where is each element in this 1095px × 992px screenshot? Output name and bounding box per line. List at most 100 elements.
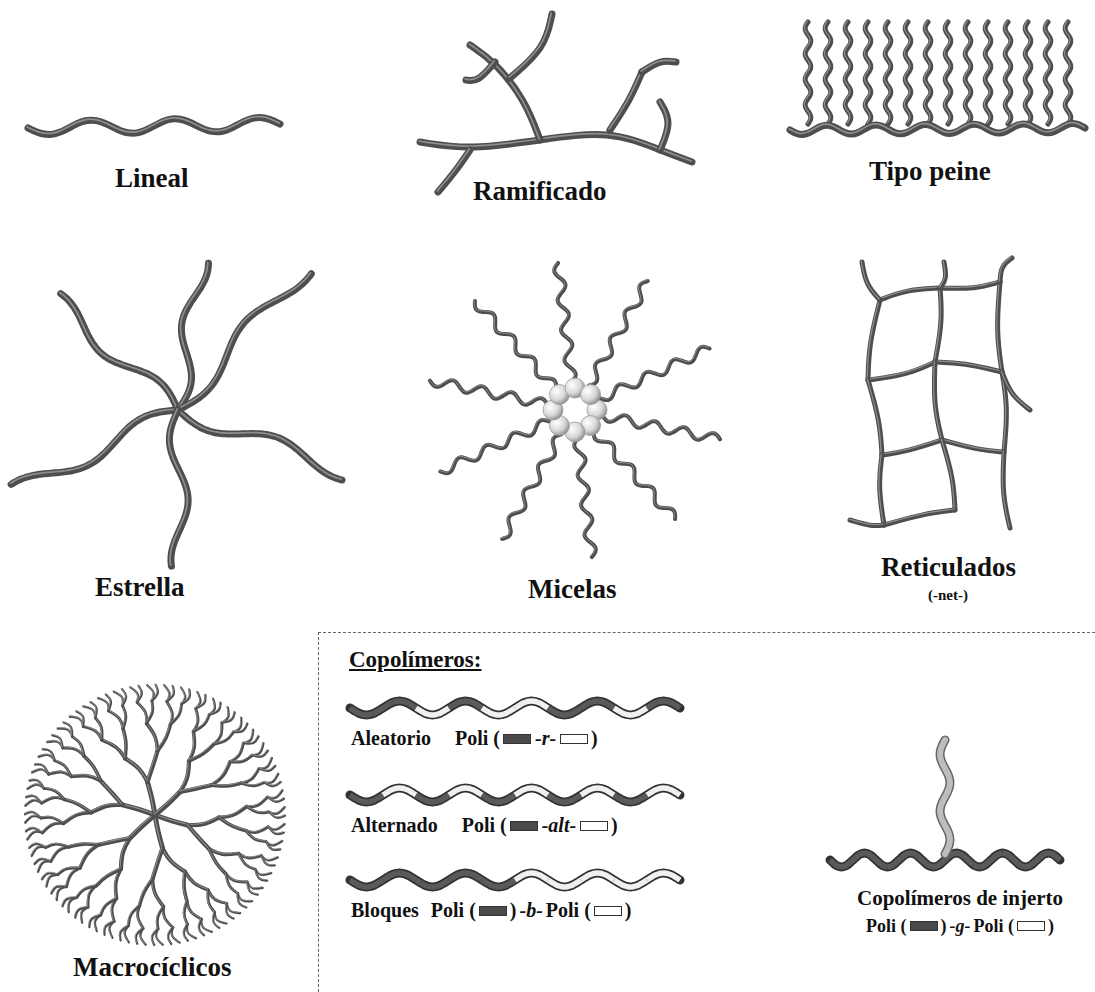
comb-tooth-shine <box>924 21 930 123</box>
dendrimer-branch-shine <box>42 748 54 759</box>
dendrimer-branch <box>123 805 155 815</box>
dendrimer-branch-shine <box>122 728 125 758</box>
dendrimer-branch-shine <box>90 701 96 717</box>
dendrimer-branch-shine <box>238 852 255 868</box>
dendrimer-branch-shine <box>207 889 226 902</box>
dendrimer-branch <box>259 766 275 771</box>
dendrimer-branch-shine <box>225 873 237 893</box>
comb-tooth <box>965 22 971 124</box>
dendrimer-branch <box>184 872 187 902</box>
dendrimer-branch <box>193 715 209 732</box>
dendrimer-branch <box>146 723 157 751</box>
dendrimer-branch <box>47 741 62 748</box>
dendrimer-branch-shine <box>246 796 267 806</box>
dendrimer-branch <box>196 695 206 708</box>
linear-chain <box>28 118 280 135</box>
dendrimer-branch <box>130 815 155 838</box>
dendrimer-branch <box>209 849 238 854</box>
dendrimer-branch-shine <box>76 885 96 897</box>
formula-text: Aleatorio <box>350 727 432 750</box>
dendrimer-branch <box>259 758 272 769</box>
dendrimer-branch <box>155 792 180 815</box>
dendrimer-branch <box>98 698 109 711</box>
formula-text: Poli ( <box>545 899 592 922</box>
random-copolymer-segment <box>614 708 647 715</box>
dendrimer-branch <box>106 695 111 711</box>
dendrimer-branch <box>163 848 185 871</box>
dendrimer-branch-shine <box>240 768 258 783</box>
dendrimer-branch <box>268 797 284 802</box>
dendrimer-branch-shine <box>147 781 155 814</box>
copolymer-formula: BloquesPoli ()-b-Poli () <box>350 899 632 922</box>
dendrimer-branch <box>215 912 227 923</box>
dendrimer-branch <box>185 872 208 890</box>
dendrimer-branch-shine <box>187 824 209 848</box>
micelle-arm <box>594 431 675 519</box>
dendrimer-branch-shine <box>100 780 122 804</box>
dendrimer-branch <box>199 919 204 935</box>
dendrimer-branch <box>239 853 256 869</box>
dendrimer-branch <box>181 690 190 705</box>
dendrimer-branch-shine <box>43 788 63 799</box>
block-copolymer-segment <box>614 880 647 887</box>
micelle-arm-shine <box>501 433 560 537</box>
dendrimer-branch <box>114 692 123 706</box>
dendrimer-branch <box>77 886 97 898</box>
block-copolymer-segment <box>515 873 548 880</box>
dendrimer-branch <box>42 873 58 879</box>
dendrimer-branch <box>58 729 72 737</box>
dendrimer-branch-shine <box>251 742 262 754</box>
block-copolymer-segment <box>350 880 383 887</box>
dendrimer-branch <box>101 899 117 916</box>
dendrimer-branch-shine <box>68 843 98 846</box>
comb-tooth <box>1025 22 1031 124</box>
dendrimer-branch <box>209 849 226 874</box>
dendrimer-branch <box>26 828 42 833</box>
dendrimer-branch-shine <box>128 905 139 925</box>
formula-text: Poli ( <box>430 899 477 922</box>
random-copolymer-segment <box>383 701 416 708</box>
dendrimer-branch <box>91 702 97 718</box>
micelle-arm <box>589 281 648 385</box>
network-strand <box>998 282 1002 372</box>
network-strand-shine <box>883 509 954 524</box>
dendrimer-branch <box>264 782 280 786</box>
graft-backbone-segment <box>1003 853 1032 867</box>
block-copolymer-segment <box>548 880 581 887</box>
dendrimer-branch <box>83 726 102 739</box>
dendrimer-branch <box>187 901 202 919</box>
comb-tooth-shine <box>944 21 950 123</box>
dendrimer-branch-shine <box>181 689 190 704</box>
star-arm <box>178 274 311 410</box>
random-copolymer-segment <box>647 701 680 708</box>
dendrimer-branch <box>226 904 233 919</box>
dendrimer-branch-shine <box>233 723 247 732</box>
dendrimer-branch <box>63 748 85 756</box>
network-strand-shine <box>934 361 942 439</box>
dendrimer-branch-shine <box>213 722 221 744</box>
dendrimer-branch <box>264 774 278 783</box>
star-arm <box>178 263 208 410</box>
dendrimer-branch-shine <box>40 816 62 822</box>
branched-chain-shine <box>465 61 494 80</box>
alternating-copolymer-segment <box>515 788 548 795</box>
dendrimer-branch <box>38 861 51 872</box>
formula-text: ) <box>1047 916 1055 937</box>
dendrimer-branch-shine <box>25 827 41 832</box>
network-strand-shine <box>934 287 940 361</box>
network-strand <box>882 440 942 455</box>
dendrimer-branch <box>35 859 51 864</box>
dendrimer-branch <box>64 723 73 737</box>
dendrimer-branch <box>137 686 142 702</box>
dendrimer-branch <box>84 756 101 781</box>
dendrimer-branch <box>255 869 267 880</box>
graft-branch <box>940 740 950 854</box>
graft-backbone-segment <box>859 853 888 867</box>
dendrimer-branch-shine <box>166 701 172 724</box>
dendrimer-branch-shine <box>42 822 63 832</box>
formula-text: ) <box>940 916 948 937</box>
dendrimer-branch-shine <box>213 731 233 743</box>
dendrimer-branch-shine <box>46 874 57 886</box>
dendrimer-branch <box>27 832 42 840</box>
alternating-copolymer-segment <box>449 788 482 795</box>
